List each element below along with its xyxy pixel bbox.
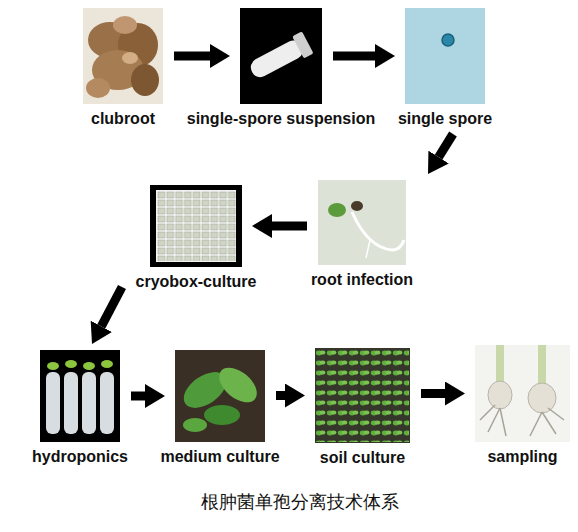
step-label: clubroot [83, 110, 163, 128]
root-hair [366, 240, 370, 258]
step-label: sampling [475, 448, 570, 466]
photo-step: medium culture [156, 350, 284, 466]
gall [488, 381, 512, 409]
step-label: single-spore suspension [183, 110, 380, 128]
seedling-tray [316, 349, 409, 442]
spore [442, 34, 454, 46]
photo-slot [183, 8, 380, 110]
seedling-leaf [101, 360, 113, 368]
flow-arrow [333, 52, 375, 61]
soil-culture-photo [315, 348, 410, 443]
step-label: medium culture [156, 448, 284, 466]
photo-step: clubroot [83, 8, 163, 128]
photo-slot [156, 350, 284, 448]
flow-arrow [439, 134, 453, 157]
photo-step: single spore [394, 8, 497, 128]
spore-photo [405, 8, 485, 104]
photo-slot [28, 350, 133, 448]
figure-caption: 根肿菌单孢分离技术体系 [22, 490, 578, 514]
photo-step: single-spore suspension [183, 8, 380, 128]
photo-ground [175, 350, 265, 442]
flow-arrow [101, 287, 122, 326]
root [352, 212, 404, 250]
cryobox-photo [150, 185, 242, 267]
photo-step: cryobox-culture [132, 185, 261, 291]
photo-slot [475, 345, 570, 448]
photo-ground [83, 8, 163, 104]
sampling-photo [475, 345, 570, 442]
step-label: hydroponics [28, 448, 133, 466]
leaf [183, 418, 207, 432]
root-infection-photo [318, 180, 406, 265]
photo-ground [318, 180, 406, 265]
photo-ground [40, 350, 120, 442]
flow-arrow [276, 391, 285, 400]
gall [113, 16, 137, 34]
step-label: single spore [394, 110, 497, 128]
gall [131, 64, 159, 96]
photo-slot [394, 8, 497, 110]
hydroponics-photo [40, 350, 120, 442]
stem [496, 345, 504, 385]
photo-slot [307, 180, 418, 271]
leaf [204, 405, 240, 425]
seed-coat [351, 201, 363, 211]
photo-slot [132, 185, 261, 273]
seedling-leaf [47, 362, 59, 370]
stem [538, 345, 546, 385]
cotyledon [328, 203, 346, 217]
flow-arrow [272, 222, 307, 231]
tube [64, 372, 78, 434]
photo-ground [405, 8, 485, 104]
tube-photo [240, 8, 322, 104]
flow-arrow [131, 392, 145, 401]
gall [528, 383, 556, 413]
gall [86, 78, 110, 98]
photo-slot [83, 8, 163, 110]
step-label: soil culture [315, 449, 410, 467]
medium-culture-photo [175, 350, 265, 442]
photo-step: soil culture [315, 348, 410, 467]
photo-ground [150, 185, 242, 267]
flow-arrow [174, 52, 210, 61]
roots [480, 405, 564, 436]
step-label: cryobox-culture [132, 273, 261, 291]
step-label: root infection [307, 271, 418, 289]
photo-ground [240, 8, 322, 104]
flow-arrow [421, 389, 445, 398]
photo-step: root infection [307, 180, 418, 289]
photo-ground [475, 345, 570, 442]
photo-ground [315, 348, 410, 443]
tube [100, 372, 114, 434]
seedling-leaf [83, 362, 95, 370]
photo-slot [315, 348, 410, 449]
leaf [213, 361, 263, 409]
seedling-leaf [65, 360, 77, 368]
clubroot-photo [83, 8, 163, 104]
gall [122, 52, 138, 64]
photo-step: sampling [475, 345, 570, 466]
photo-step: hydroponics [28, 350, 133, 466]
tube [82, 372, 96, 434]
cryobox-grid [157, 191, 236, 261]
cryobox [156, 190, 236, 262]
tube-cap [292, 31, 313, 58]
tube [46, 372, 60, 434]
